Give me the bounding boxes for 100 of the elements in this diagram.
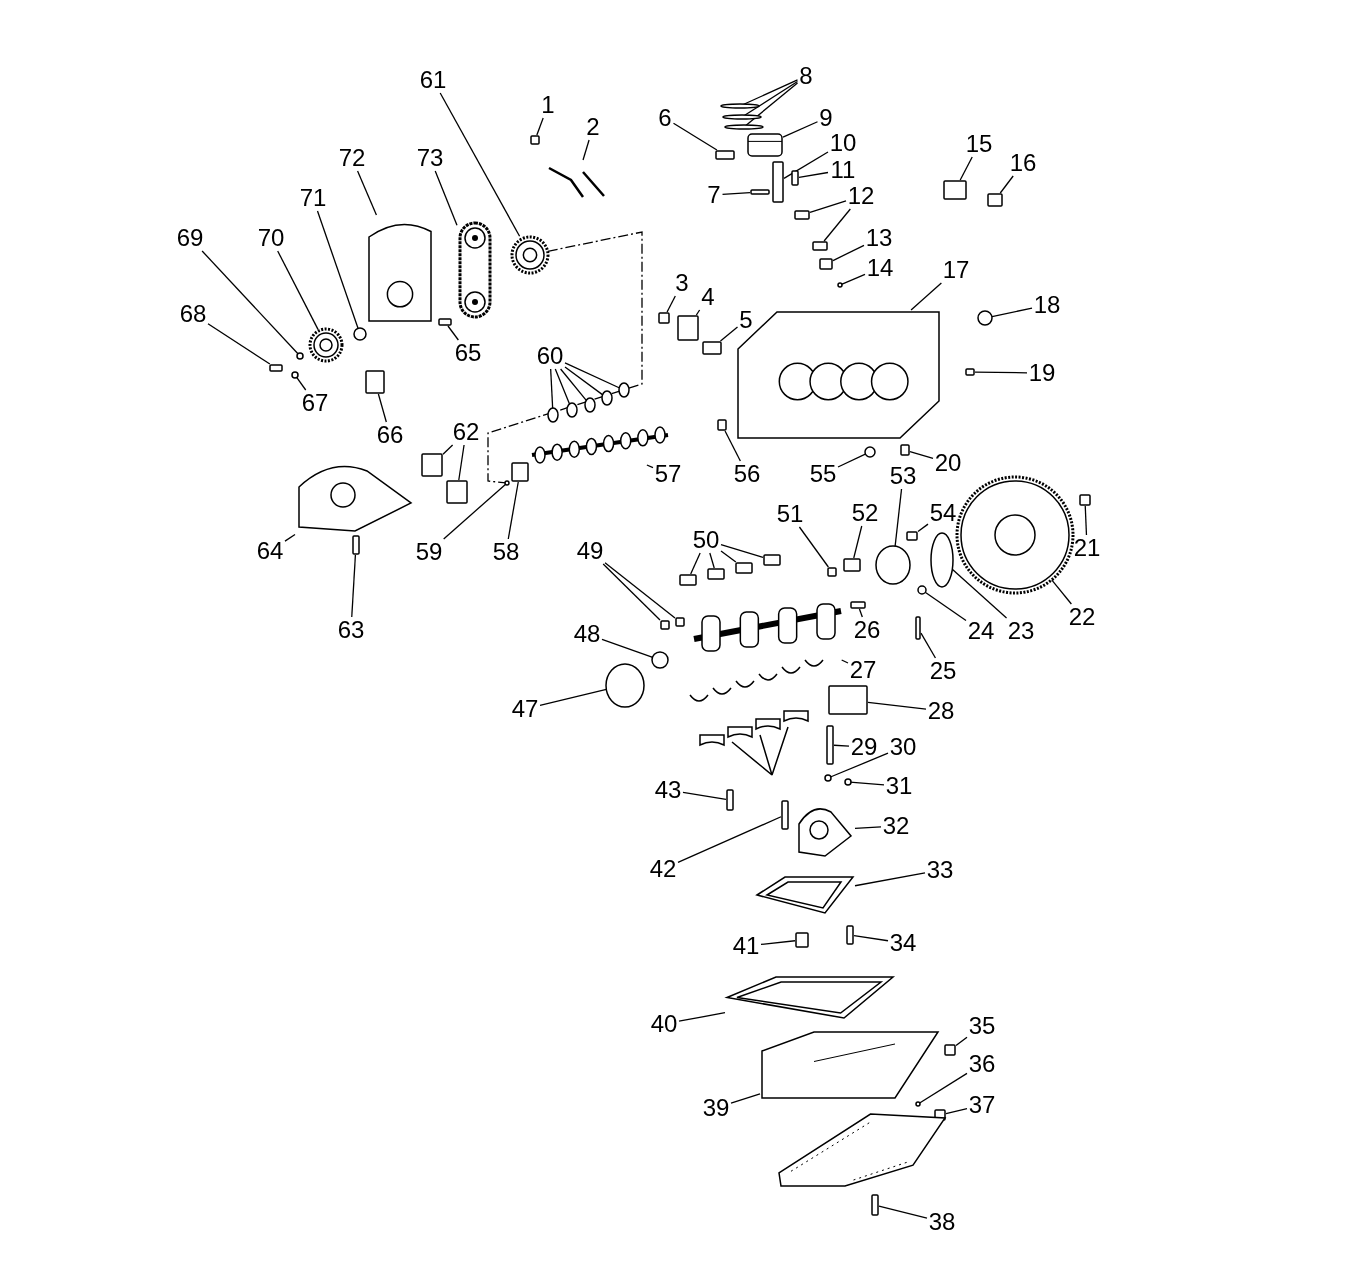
callout-number: 21 [1072, 535, 1102, 561]
part-drawing [269, 364, 283, 372]
part-drawing [791, 170, 799, 186]
part-drawing [915, 1101, 921, 1107]
part-drawing [864, 446, 876, 458]
gear-drawing [308, 325, 344, 365]
leader-line [447, 325, 459, 341]
leader-line [878, 1205, 928, 1219]
leader-line [833, 744, 850, 747]
part-drawing [651, 651, 669, 669]
oil-pan-drawing [760, 1030, 940, 1100]
callout-number: 58 [491, 539, 521, 565]
part-drawing [720, 103, 760, 109]
callout-number: 69 [175, 225, 205, 251]
leader-line [604, 562, 676, 619]
part-drawing [601, 390, 613, 406]
callout-number: 48 [572, 621, 602, 647]
leader-line [918, 1072, 968, 1105]
part-drawing [296, 352, 304, 360]
gasket-drawing [725, 974, 895, 1020]
callout-number: 67 [300, 390, 330, 416]
part-drawing [763, 554, 781, 566]
callout-number: 27 [848, 657, 878, 683]
part-drawing [875, 545, 911, 585]
part-drawing [794, 210, 810, 220]
part-drawing [900, 444, 910, 456]
part-drawing [353, 327, 367, 341]
callout-number: 59 [414, 539, 444, 565]
camshaft-drawing [530, 425, 670, 465]
part-drawing [772, 161, 784, 203]
leader-line [207, 323, 271, 365]
leader-line [853, 934, 889, 942]
leader-line [959, 156, 973, 181]
leader-line [909, 450, 934, 460]
part-drawing [965, 368, 975, 376]
part-drawing [421, 453, 443, 477]
part-drawing [781, 800, 789, 830]
part-drawing [618, 382, 630, 398]
part-drawing [446, 480, 468, 504]
part-drawing [826, 725, 834, 765]
leader-line [823, 208, 851, 242]
callout-number: 12 [846, 183, 876, 209]
leader-line [682, 791, 727, 800]
part-drawing [1079, 494, 1091, 506]
part-drawing [819, 258, 833, 270]
part-drawing [735, 562, 753, 574]
leader-line [730, 1093, 761, 1104]
callout-number: 17 [941, 257, 971, 283]
leader-line [867, 701, 927, 710]
callout-number: 49 [575, 538, 605, 564]
part-drawing [511, 462, 529, 482]
leader-line [564, 362, 621, 389]
callout-number: 34 [888, 930, 918, 956]
part-drawing [605, 662, 645, 708]
part-drawing [365, 370, 385, 394]
leader-line [439, 92, 521, 237]
callout-number: 5 [737, 307, 755, 333]
leader-line [720, 543, 764, 558]
part-drawing [906, 531, 918, 541]
callout-number: 10 [828, 130, 858, 156]
callout-number: 35 [967, 1013, 997, 1039]
leader-line [719, 326, 739, 342]
callout-number: 32 [881, 813, 911, 839]
callout-number: 22 [1067, 604, 1097, 630]
leader-line [999, 175, 1014, 194]
callout-number: 11 [828, 157, 858, 183]
part-drawing [660, 620, 670, 630]
callout-number: 73 [415, 145, 445, 171]
callout-number: 31 [884, 773, 914, 799]
part-drawing [707, 568, 725, 580]
leader-line [837, 453, 868, 468]
callout-number: 60 [535, 343, 565, 369]
leader-line [853, 525, 863, 559]
part-drawing [722, 114, 762, 120]
part-drawing [837, 282, 843, 288]
leader-line [695, 309, 701, 316]
part-drawing [675, 617, 685, 627]
leader-line [443, 483, 507, 540]
part-drawing [726, 789, 734, 811]
leader-line [849, 781, 885, 786]
part-drawing [504, 480, 510, 486]
leader-line [507, 481, 519, 540]
part-drawing [291, 371, 299, 379]
leader-line [894, 488, 903, 548]
callout-number: 51 [775, 501, 805, 527]
callout-number: 71 [298, 185, 328, 211]
callout-number: 14 [865, 255, 895, 281]
part-drawing [824, 774, 832, 782]
leader-line [442, 444, 454, 455]
callout-number: 24 [966, 618, 996, 644]
leader-line [809, 200, 847, 214]
leader-line [601, 638, 655, 659]
callout-number: 43 [653, 777, 683, 803]
callout-number: 19 [1027, 360, 1057, 386]
callout-number: 64 [255, 538, 285, 564]
part-drawing [915, 616, 921, 640]
leader-line [798, 526, 830, 568]
callout-number: 30 [888, 734, 918, 760]
callout-number: 62 [451, 419, 481, 445]
part-drawing [977, 310, 993, 326]
